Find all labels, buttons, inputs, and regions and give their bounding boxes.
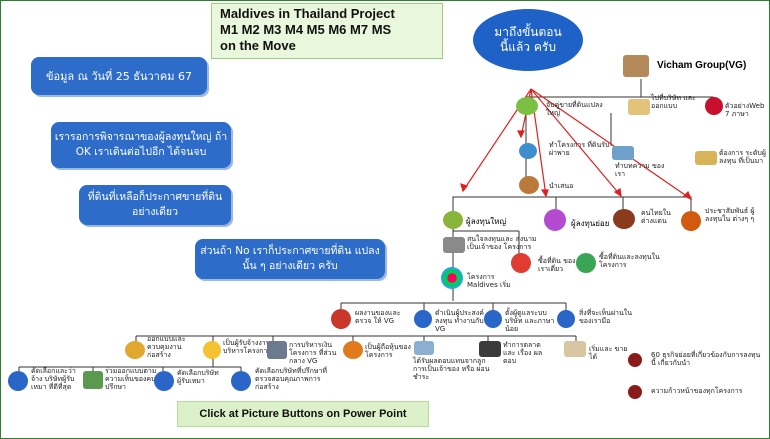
node-shareholder: เป็นผู้ถือหุ้นของ โครงการ [365, 343, 411, 359]
co-design-image[interactable] [83, 371, 103, 389]
apple-icon[interactable] [516, 97, 538, 115]
vg-logo-image[interactable] [623, 55, 649, 77]
web-apple-icon[interactable] [705, 97, 723, 115]
legend-bird-icon-2[interactable] [628, 385, 642, 399]
buy-unit-icon[interactable] [576, 253, 596, 273]
node-big-investor: ผู้ลงทุนใหญ่ [466, 217, 507, 226]
node-returns: ได้รับผลตอบแทนจากลูก การเป็นเจ้าของ หรือ… [413, 357, 490, 381]
work-check-icon[interactable] [331, 309, 351, 329]
node-investor-level: ต้องการ ระดับผู้ลงทุน ที่เป็นมา [719, 149, 766, 165]
legend-progress: ความก้าวหน้าของทุกโครงการ [651, 387, 743, 395]
node-select-contractor: คัดเลือกและว่าจ้าง บริษัทผู้รับเหมา ที่ด… [31, 367, 76, 391]
title-line-3: on the Move [220, 38, 296, 53]
d3-circle[interactable] [154, 371, 174, 391]
node-admin: ตั้งผู้ดูแลระบบบริษัท และภาษาน้อย [505, 309, 555, 333]
node-sign-owner: สนใจลงทุนและ ลงนามเป็นเจ้าของ โครงการ [467, 235, 537, 251]
date-callout-text: ข้อมูล ณ วันที่ 25 ธันวาคม 67 [46, 70, 192, 83]
oval-line-2: นี้แล้ว ครับ [500, 40, 556, 54]
node-present: นำเสนอ [549, 182, 574, 190]
marketing-image[interactable] [479, 341, 501, 357]
node-marketing: ทำการตลาดและ เรื่อง ผลตอบ [503, 341, 543, 365]
small-investor-icon[interactable] [544, 209, 566, 231]
node-contractor: เป็นผู้รับจ้างงาน บริหารโครงการ [223, 339, 272, 355]
picture-buttons-hint: Click at Picture Buttons on Power Point [177, 401, 429, 427]
node-work-check: ผลงานของและตรวจ ให้ VG [355, 309, 401, 325]
node-small-investor: ผู้ลงทุนย่อย [571, 219, 610, 228]
investor-image[interactable] [695, 151, 717, 165]
b2-circle[interactable] [414, 310, 432, 328]
node-thai-abroad: คนไทยใน ต่างแดน [641, 209, 671, 225]
meeting-image[interactable] [443, 237, 465, 253]
shareholder-icon[interactable] [343, 341, 363, 359]
design-image[interactable] [628, 99, 650, 115]
big-investor-icon[interactable] [443, 211, 463, 229]
node-see-through: สิ่งที่จะเห็นผ่านใน ของเรามือ [579, 309, 632, 325]
pr-icon[interactable] [681, 211, 701, 231]
consider-callout: เรารอการพิจารณาของผู้ลงทุนใหญ่ ถ้า OK เร… [51, 122, 231, 168]
present-icon[interactable] [519, 176, 539, 194]
node-land-match: จับคู่ขายที่ดินแปลงใหญ่ [546, 101, 603, 117]
b3-circle[interactable] [484, 310, 502, 328]
node-select-builder: คัดเลือกบริษัท ผู้รับเหมา [177, 369, 219, 385]
node-buy-land: ซื้อที่ดิน ของเราเดี่ยว [538, 257, 576, 273]
no-callout: ส่วนถ้า No เราก็ประกาศขายที่ดิน แปลงนั้น… [195, 239, 385, 279]
returns-image[interactable] [414, 341, 434, 355]
project-icon[interactable] [519, 143, 537, 159]
consider-callout-text: เรารอการพิจารณาของผู้ลงทุนใหญ่ ถ้า OK เร… [54, 131, 228, 158]
b4-circle[interactable] [557, 310, 575, 328]
current-step-oval: มาถึงขั้นตอน นี้แล้ว ครับ [473, 9, 583, 71]
oval-line-1: มาถึงขั้นตอน [494, 25, 562, 39]
node-select-consultant: คัดเลือกบริษัทที่ปรึกษาที่ ตรวจสอบคุณภาพ… [255, 367, 327, 391]
node-co-design: ร่วมออกแบบตาม ความเห็นของคนที่ ปรึกษา [105, 367, 161, 391]
node-web: ตัวอย่างWeb 7 ภาษา [725, 102, 765, 118]
contractor-icon[interactable] [203, 341, 221, 359]
legend-bird-icon-1[interactable] [628, 353, 642, 367]
article-image[interactable] [612, 146, 634, 160]
node-work-with-vg: ดำเนินผู้ประสงค์ลงทุน ทำงานกับ VG [435, 309, 484, 333]
node-project: ทำโครงการ ที่ดินรับ ผ่าพาย [549, 141, 610, 157]
node-article: ทำบทความ ของเรา [615, 162, 665, 178]
node-pr: ประชาสัมพันธ์ ผู้ลงทุนใน ต่างๆ ๆ [705, 207, 755, 223]
date-callout: ข้อมูล ณ วันที่ 25 ธันวาคม 67 [31, 57, 207, 95]
thai-abroad-icon[interactable] [613, 209, 635, 229]
vg-root-label: Vicham Group(VG) [657, 60, 747, 71]
title-line-2: M1 M2 M3 M4 M5 M6 M7 MS [220, 22, 392, 37]
d1-circle[interactable] [8, 371, 28, 391]
legend-business: 60 ธุรกิจย่อยที่เกี่ยวข้องกับการลงทุนนี้… [651, 351, 761, 367]
node-maldives-start: โครงการ Maldives เริ่ม [467, 273, 511, 289]
node-design-control: ออกแบบและ ควบคุมงาน ก่อสร้าง [147, 335, 186, 359]
land-callout-text: ที่ดินที่เหลือก็ประกาศขายที่ดิน อย่างเดี… [87, 191, 223, 218]
land-callout: ที่ดินที่เหลือก็ประกาศขายที่ดิน อย่างเดี… [79, 185, 231, 225]
node-buy-unit: ซื้อที่ดินและลงทุนใน โครงการ [599, 253, 660, 269]
project-title-box: Maldives in Thailand Project M1 M2 M3 M4… [211, 3, 443, 59]
node-sales: เริ่มและ ขายได้ [589, 345, 628, 361]
title-line-1: Maldives in Thailand Project [220, 6, 395, 21]
design-control-icon[interactable] [125, 341, 145, 359]
buy-land-icon[interactable] [511, 253, 531, 273]
d4-circle[interactable] [231, 371, 251, 391]
finance-image[interactable] [267, 341, 287, 359]
no-callout-text: ส่วนถ้า No เราก็ประกาศขายที่ดิน แปลงนั้น… [200, 245, 380, 272]
node-finance: การบริหารเงินโครงการ ที่ส่วนกลาง VG [289, 341, 337, 365]
sales-image[interactable] [564, 341, 586, 357]
node-design: ไปที่บริษัท และออกแบบ [651, 94, 696, 110]
balloon-icon[interactable] [441, 267, 463, 289]
